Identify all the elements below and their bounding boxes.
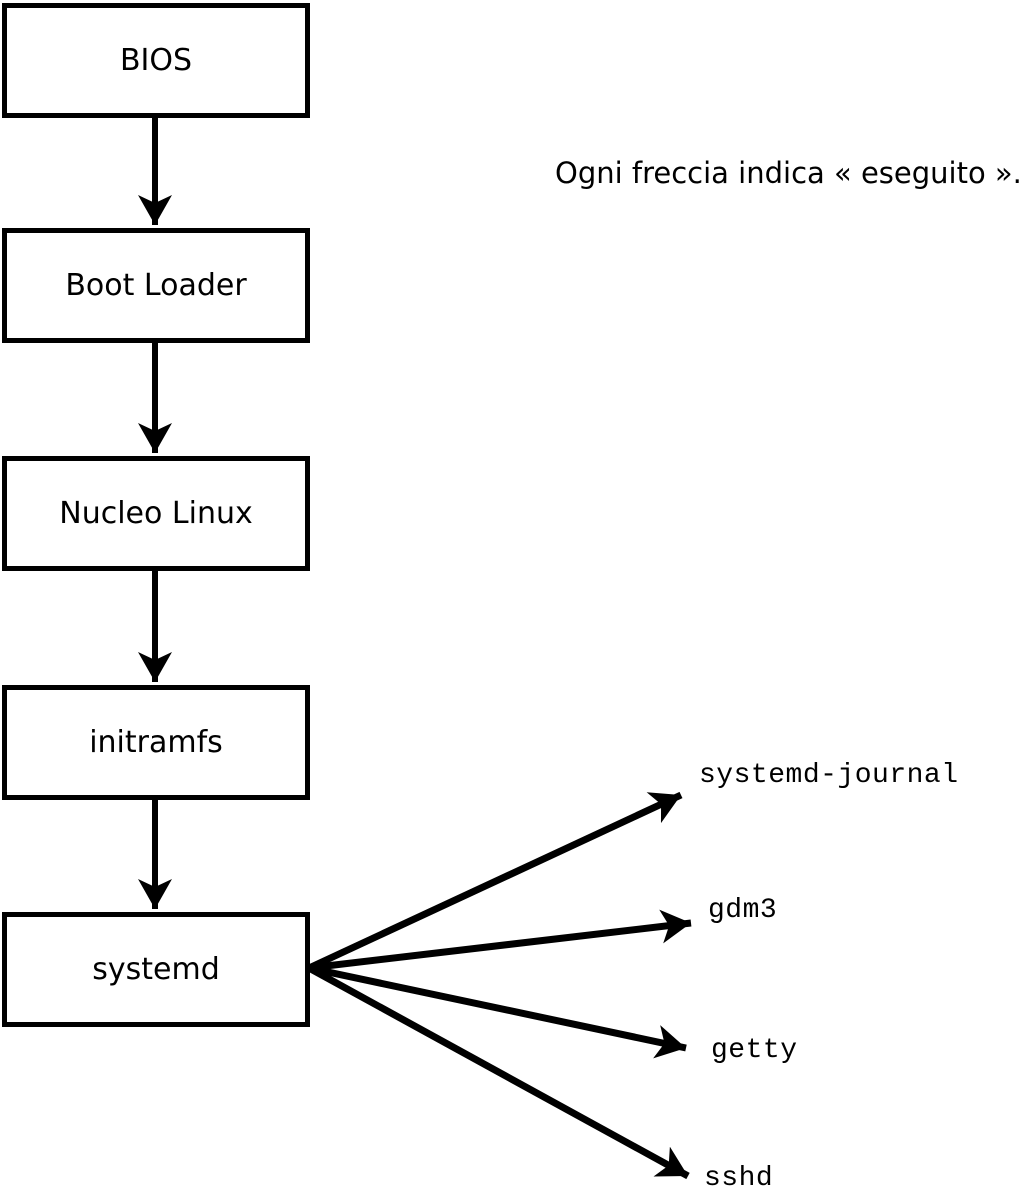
service-label-gdm3: gdm3 <box>708 895 778 926</box>
service-label-getty: getty <box>711 1035 798 1066</box>
diagram-caption: Ogni freccia indica « eseguito ». <box>555 156 1022 190</box>
box-bios: BIOS <box>2 3 310 118</box>
arrow-systemd-to-getty <box>308 964 687 1059</box>
arrow-systemd-to-gdm3 <box>308 909 692 972</box>
box-systemd-label: systemd <box>92 951 220 987</box>
arrow-systemd-to-journal <box>307 791 683 972</box>
service-label-sshd: sshd <box>704 1163 774 1193</box>
service-label-systemd-journal: systemd-journal <box>699 760 959 791</box>
box-nucleo-linux-label: Nucleo Linux <box>59 495 253 531</box>
box-initramfs-label: initramfs <box>89 724 223 760</box>
box-bios-label: BIOS <box>119 42 193 78</box>
box-boot-loader-label: Boot Loader <box>65 267 247 303</box>
arrow-systemd-to-sshd <box>307 964 690 1180</box>
box-initramfs: initramfs <box>2 685 310 800</box>
box-systemd: systemd <box>2 912 310 1027</box>
box-boot-loader: Boot Loader <box>2 228 310 343</box>
box-nucleo-linux: Nucleo Linux <box>2 456 310 571</box>
